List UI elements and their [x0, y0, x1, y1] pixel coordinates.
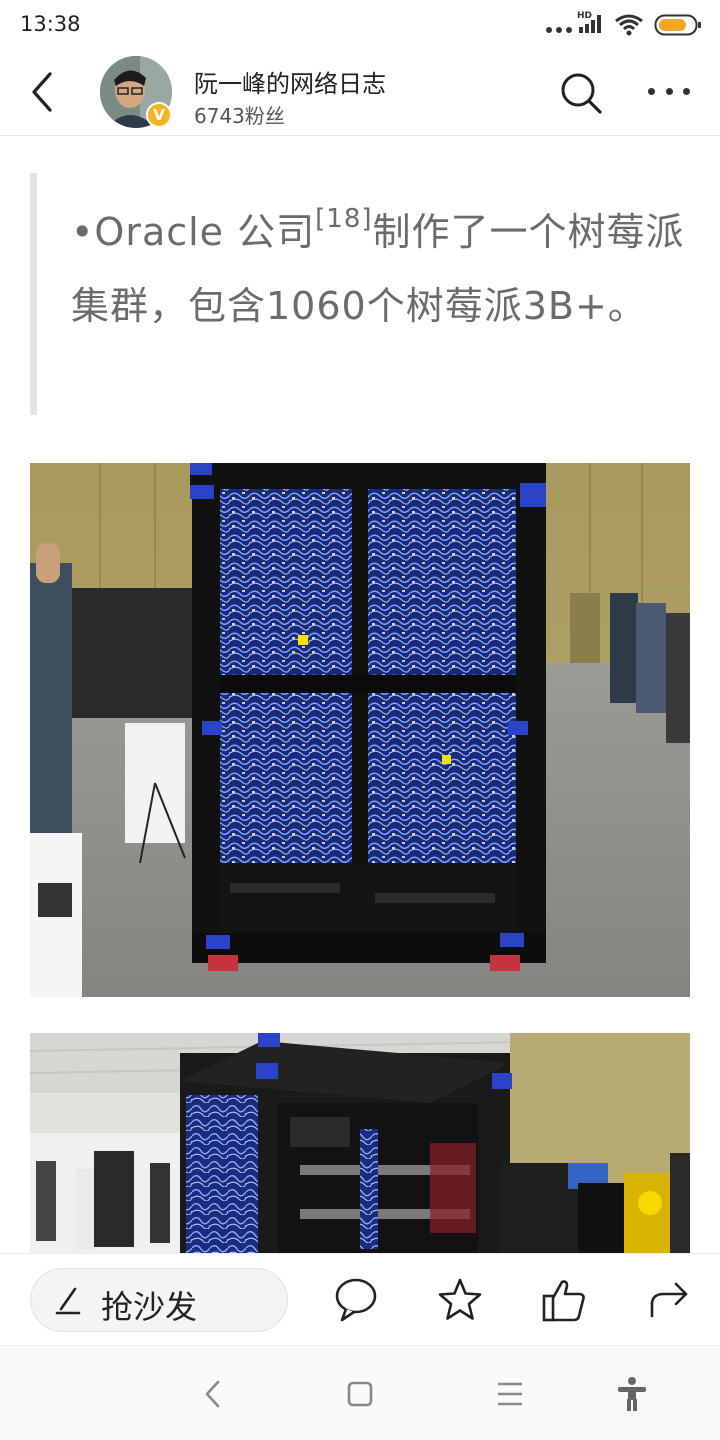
signal-icon: HD	[577, 11, 601, 33]
reference-link[interactable]: [18]	[315, 204, 373, 234]
comment-button[interactable]	[332, 1276, 380, 1324]
quote-text: •Oracle 公司[18]制作了一个树莓派集群，包含1060个树莓派3B+。	[71, 195, 690, 343]
favorite-button[interactable]	[436, 1276, 484, 1324]
more-button[interactable]	[644, 76, 694, 106]
cluster-side-image	[30, 1033, 690, 1253]
battery-icon	[654, 14, 701, 36]
comment-icon	[335, 1278, 377, 1322]
nav-home-button[interactable]	[340, 1374, 380, 1414]
like-button[interactable]	[540, 1276, 588, 1324]
article-header: V 阮一峰的网络日志 6743粉丝	[0, 48, 720, 136]
comment-placeholder: 抢沙发	[101, 1288, 198, 1326]
search-icon	[561, 73, 602, 114]
nav-menu-icon	[498, 1382, 522, 1406]
quote-text-start: •Oracle 公司	[71, 210, 316, 254]
more-icon	[648, 87, 690, 95]
thumbs-up-icon	[542, 1280, 585, 1322]
blockquote: •Oracle 公司[18]制作了一个树莓派集群，包含1060个树莓派3B+。	[30, 173, 690, 415]
article-content: •Oracle 公司[18]制作了一个树莓派集群，包含1060个树莓派3B+。	[0, 137, 720, 1253]
fans-count: 6743粉丝	[194, 104, 285, 128]
share-button[interactable]	[646, 1276, 694, 1324]
article-image-cluster-side[interactable]	[30, 1033, 690, 1253]
status-time: 13:38	[20, 12, 81, 36]
action-bar: 抢沙发	[0, 1253, 720, 1345]
nav-home-icon	[347, 1381, 373, 1407]
back-arrow-icon	[32, 72, 52, 112]
accessibility-icon	[618, 1377, 646, 1411]
verified-badge: V	[146, 102, 172, 128]
dots-icon	[546, 27, 574, 33]
network-label: HD	[577, 11, 592, 21]
author-name[interactable]: 阮一峰的网络日志	[194, 70, 386, 98]
share-icon	[650, 1282, 688, 1318]
article-image-cluster-front[interactable]	[30, 463, 690, 997]
wifi-icon	[615, 14, 643, 36]
system-nav-bar	[0, 1345, 720, 1440]
nav-back-icon	[205, 1380, 220, 1408]
quote-text-end: 制作了一个树莓派集群，包含1060个树莓派3B+。	[71, 210, 685, 328]
nav-back-button[interactable]	[194, 1374, 234, 1414]
comment-input[interactable]: 抢沙发	[30, 1268, 288, 1332]
search-button[interactable]	[556, 68, 606, 118]
status-bar: 13:38 HD	[0, 0, 720, 48]
star-icon	[438, 1278, 482, 1320]
cluster-front-image	[30, 463, 690, 997]
back-button[interactable]	[22, 68, 62, 116]
accessibility-button[interactable]	[612, 1374, 652, 1414]
nav-recents-button[interactable]	[490, 1374, 530, 1414]
pen-icon	[55, 1287, 81, 1315]
